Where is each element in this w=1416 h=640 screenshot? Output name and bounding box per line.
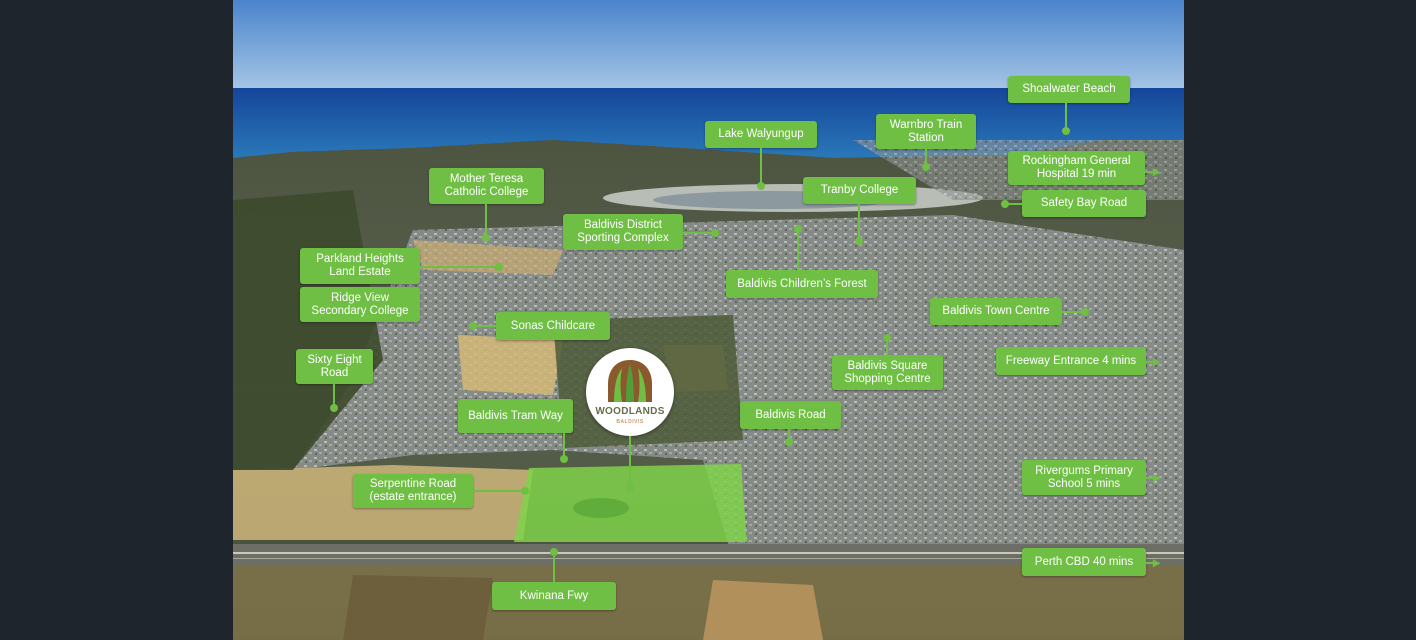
connector-line <box>1146 477 1157 479</box>
label-sporting-complex: Baldivis District Sporting Complex <box>563 214 683 250</box>
connector-line <box>420 266 496 268</box>
logo-title: WOODLANDS <box>595 406 665 417</box>
connector-line <box>1146 361 1157 363</box>
pin-dot-icon <box>495 263 503 271</box>
connector-line <box>797 232 799 270</box>
pin-dot-icon <box>922 163 930 171</box>
woodlands-logo: WOODLANDS BALDIVIS <box>586 348 674 436</box>
pin-dot-icon <box>1062 127 1070 135</box>
label-baldivis-town-centre: Baldivis Town Centre <box>930 298 1062 325</box>
connector-line <box>473 490 523 492</box>
connector-line <box>1007 203 1022 205</box>
label-baldivis-road: Baldivis Road <box>740 401 841 429</box>
connector-line <box>1062 311 1082 313</box>
right-arrow-icon: ▸ <box>1153 554 1161 570</box>
label-baldivis-square: Baldivis Square Shopping Centre <box>832 355 943 390</box>
connector-line <box>629 436 631 486</box>
connector-line <box>1065 103 1067 131</box>
connector-line <box>925 149 927 167</box>
pin-dot-icon <box>757 182 765 190</box>
pin-dot-icon <box>330 404 338 412</box>
label-ridge-view-college: Ridge View Secondary College <box>300 287 420 322</box>
connector-line <box>476 325 496 327</box>
pin-dot-icon <box>626 484 634 492</box>
pin-dot-icon <box>482 234 490 242</box>
connector-line <box>333 384 335 406</box>
label-rockingham-hospital: Rockingham General Hospital 19 min <box>1008 151 1145 185</box>
label-freeway-entrance: Freeway Entrance 4 mins <box>996 347 1146 375</box>
label-warnbro-train-station: Warnbro Train Station <box>876 114 976 149</box>
label-perth-cbd: Perth CBD 40 mins <box>1022 548 1146 576</box>
connector-line <box>886 340 888 355</box>
aerial-map: Shoalwater Beach Lake Walyungup Warnbro … <box>233 0 1184 640</box>
connector-line <box>858 204 860 240</box>
pin-dot-icon <box>521 487 529 495</box>
pin-dot-icon <box>560 455 568 463</box>
connector-line <box>485 204 487 236</box>
label-shoalwater-beach: Shoalwater Beach <box>1008 76 1130 103</box>
label-baldivis-tram-way: Baldivis Tram Way <box>458 399 573 433</box>
connector-line <box>553 554 555 582</box>
pin-dot-icon <box>855 237 863 245</box>
label-kwinana-fwy: Kwinana Fwy <box>492 582 616 610</box>
pin-dot-icon <box>711 229 719 237</box>
label-parkland-heights: Parkland Heights Land Estate <box>300 248 420 284</box>
connector-line <box>563 433 565 457</box>
pin-dot-icon <box>794 225 802 233</box>
woodlands-tree-icon <box>608 360 652 402</box>
label-sixty-eight-road: Sixty Eight Road <box>296 349 373 384</box>
pin-dot-icon <box>883 334 891 342</box>
connector-line <box>788 429 790 441</box>
label-tranby-college: Tranby College <box>803 177 916 204</box>
pin-dot-icon <box>550 548 558 556</box>
connector-line <box>1145 171 1157 173</box>
connector-line <box>760 148 762 186</box>
right-arrow-icon: ▸ <box>1153 353 1161 369</box>
label-sonas-childcare: Sonas Childcare <box>496 312 610 340</box>
logo-subtitle: BALDIVIS <box>616 419 644 425</box>
label-rivergums-school: Rivergums Primary School 5 mins <box>1022 460 1146 495</box>
connector-line <box>1146 562 1157 564</box>
label-lake-walyungup: Lake Walyungup <box>705 121 817 148</box>
pin-dot-icon <box>785 438 793 446</box>
label-serpentine-road: Serpentine Road (estate entrance) <box>353 474 473 508</box>
label-childrens-forest: Baldivis Children’s Forest <box>726 270 878 298</box>
right-arrow-icon: ▸ <box>1153 469 1161 485</box>
label-safety-bay-road: Safety Bay Road <box>1022 190 1146 217</box>
pin-dot-icon <box>1081 308 1089 316</box>
pin-dot-icon <box>469 322 477 330</box>
pin-dot-icon <box>1001 200 1009 208</box>
right-arrow-icon: ▸ <box>1153 163 1161 179</box>
connector-line <box>683 232 713 234</box>
label-mother-teresa-college: Mother Teresa Catholic College <box>429 168 544 204</box>
